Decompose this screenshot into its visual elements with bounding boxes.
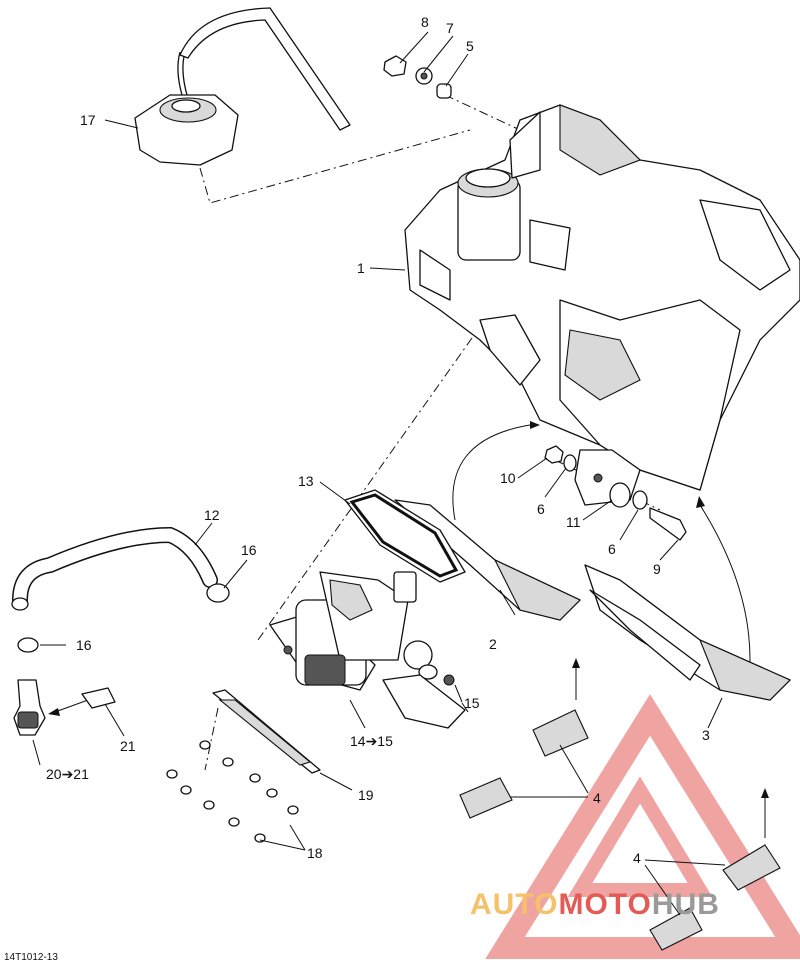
callout-11: 11 [566,514,581,530]
callout-16b: 16 [76,637,92,653]
callout-6b: 6 [608,541,616,557]
callout-9: 9 [653,561,661,577]
watermark-part-hub: HUB [651,888,720,921]
fuel-hose [11,526,218,611]
callout-10: 10 [500,470,516,486]
watermark-part-moto: MOTO [558,888,652,921]
adhesive-strips [459,709,781,951]
callout-1: 1 [357,260,365,276]
callout-7: 7 [446,20,454,36]
retaining-screws [166,740,299,843]
callout-3: 3 [702,727,710,743]
watermark-text: AUTOMOTOHUB [470,888,720,922]
callout-16a: 16 [241,542,257,558]
upper-mount-hardware [383,55,452,99]
callout-14-15: 14➔15 [350,733,393,749]
hose-clamps [17,583,230,653]
callout-18: 18 [307,845,323,861]
pump-outlet-fitting [382,664,466,729]
callout-12: 12 [204,507,220,523]
watermark-part-auto: AUTO [470,888,559,921]
tank-bracket-hardware [544,445,687,541]
fuel-pump-module [269,571,433,691]
fuel-tank [404,104,800,491]
callout-17: 17 [80,112,96,128]
fuel-cap [134,7,351,166]
tank-filler-neck [457,111,571,271]
pump-gasket [344,489,466,583]
quick-connect-fitting [13,679,46,736]
callout-19: 19 [358,787,374,803]
retaining-clip [81,687,116,709]
callout-21: 21 [120,738,136,754]
callout-4a: 4 [593,790,601,806]
tank-pad-right [584,564,791,701]
callout-labels: 17 8 7 5 1 10 6 11 6 9 13 12 16 16 21 20… [46,14,710,866]
tank-pad-left [394,499,581,621]
callout-2: 2 [489,636,497,652]
callout-4b: 4 [633,850,641,866]
direction-arrows [48,421,769,838]
callout-8: 8 [421,14,429,30]
callout-leader-lines [32,31,726,916]
watermark-logo-triangle [485,694,800,959]
callout-6a: 6 [537,501,545,517]
diagram-reference-code: 14T1012-13 [4,952,58,963]
callout-20-21: 20➔21 [46,766,89,782]
callout-5: 5 [466,38,474,54]
retaining-plate [212,689,321,774]
callout-13: 13 [298,473,314,489]
callout-15: 15 [464,695,480,711]
